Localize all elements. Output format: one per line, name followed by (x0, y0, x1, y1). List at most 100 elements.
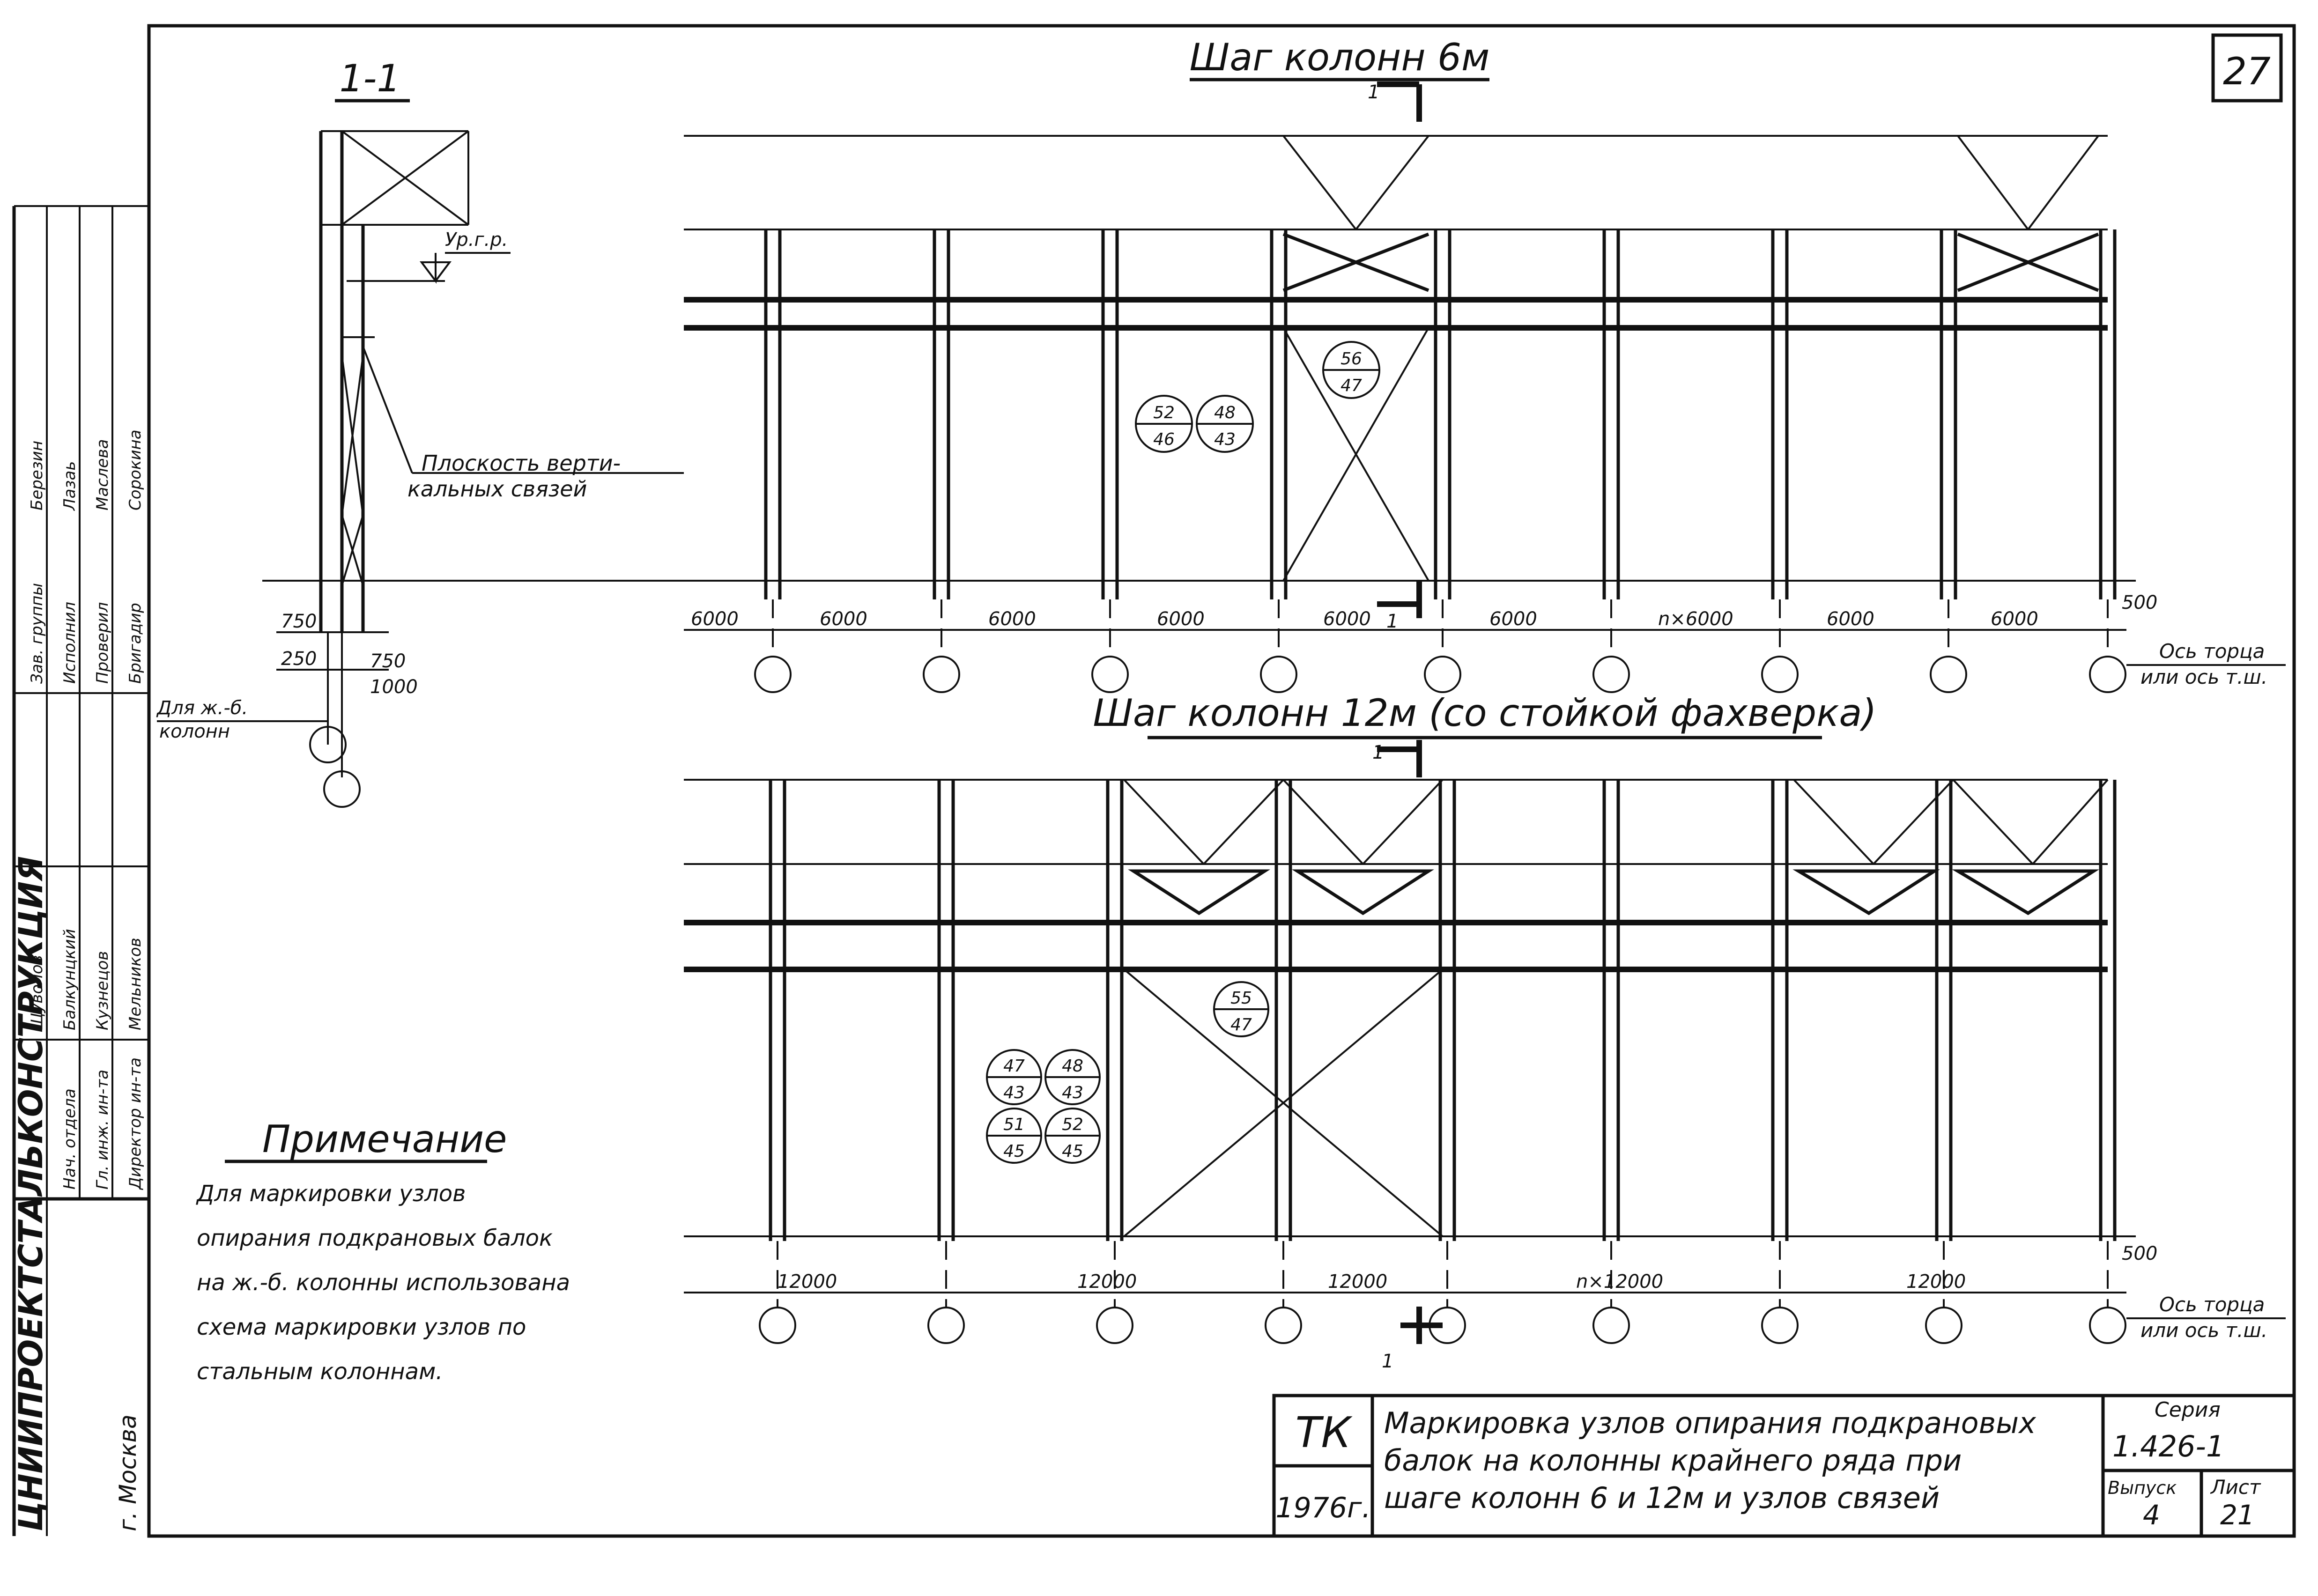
dim-1000: 1000 (370, 676, 418, 698)
note-line-1: опирания подкрановых балок (197, 1225, 553, 1251)
plan6-span-7: 6000 (1827, 608, 1874, 630)
plan6-axis-bubble-8 (2089, 656, 2126, 693)
stamp-role-b-1: Проверил (93, 602, 112, 684)
plan12-axis-bubble-5 (1592, 1307, 1630, 1344)
stamp-role-b-0: Бригадир (126, 603, 145, 684)
plan12-columns (759, 780, 2126, 1344)
tb-series: 1.426-1 (2112, 1429, 2224, 1463)
plan12-axis-bubble-3 (1265, 1307, 1302, 1344)
dim-750-b: 750 (370, 650, 406, 672)
sheet-number-box (2211, 33, 2283, 103)
note-line-2: на ж.-б. колонны использована (197, 1270, 570, 1296)
plan6-axis-bubble-7 (1930, 656, 1967, 693)
plan6-mark-top-0: 52 (1153, 403, 1175, 422)
plan6-span-8: 6000 (1991, 608, 2038, 630)
plan12-span-0: 12000 (778, 1271, 837, 1293)
plan12-axis-bubble-4 (1429, 1307, 1466, 1344)
plan6-axis-note-2: или ось т.ш. (2140, 665, 2267, 688)
plan12-mark-bottom-4: 47 (1230, 1015, 1252, 1034)
plan6-mark-top-1: 48 (1214, 403, 1236, 422)
plan6-node-marks: 52 46 48 43 56 47 (1135, 341, 1380, 453)
plan6-span-0: 6000 (691, 608, 739, 630)
plan6-cut-bottom: 1 (1386, 611, 1398, 632)
plan12-cut-top: 1 (1372, 742, 1384, 763)
plan6-mark-bottom-1: 43 (1214, 430, 1236, 449)
stamp-name-a-1: Кузнецов (93, 951, 112, 1030)
rc-label-2: колонн (159, 721, 230, 742)
plan12-mark-top-2: 51 (1003, 1115, 1025, 1134)
tb-sheet-label: Лист (2210, 1476, 2261, 1499)
plan12-axis-note-2: или ось т.ш. (2140, 1319, 2267, 1342)
title-block: ТК 1976г. Маркировка узлов опирания подк… (1272, 1394, 2296, 1538)
plan12-mark-bottom-1: 43 (1062, 1083, 1083, 1102)
tb-sheet: 21 (2220, 1499, 2255, 1531)
plan6-mark-bottom-0: 46 (1153, 430, 1175, 449)
bracing-label-1: Плоскость верти- (422, 451, 621, 476)
plan12-end-dim: 500 (2122, 1243, 2157, 1264)
stamp-name-a-3: Щуволов (28, 955, 46, 1030)
plan12-span-2: 12000 (1328, 1271, 1387, 1293)
plan12-title: Шаг колонн 12м (со стойкой фахверка) (1093, 691, 1876, 735)
tb-series-label: Серия (2155, 1398, 2221, 1422)
plan6-span-3: 6000 (1157, 608, 1205, 630)
tb-title-1: балок на колонны крайнего ряда при (1384, 1443, 1962, 1478)
tb-year: 1976г. (1275, 1492, 1370, 1524)
stamp-role-0: Директор ин-та (126, 1057, 145, 1190)
plan6-span-4: 6000 (1323, 608, 1371, 630)
plan12-mark-bottom-2: 45 (1003, 1142, 1025, 1161)
plan6-axis-bubble-4 (1424, 656, 1461, 693)
plan6-axis-bubble-0 (754, 656, 792, 693)
plan12-mark-top-4: 55 (1230, 989, 1252, 1008)
plan12-axis-bubble-1 (927, 1307, 965, 1344)
plan6-mark-bottom-2: 47 (1340, 376, 1362, 395)
plan6-columns (754, 229, 2126, 693)
note-line-3: схема маркировки узлов по (197, 1314, 526, 1340)
plan-12m: Шаг колонн 12м (со стойкой фахверка) 1 1… (684, 691, 2286, 1372)
plan6-end-dim: 500 (2122, 592, 2157, 613)
stamp-name-b-1: Маслева (93, 439, 112, 510)
stamp-name-b-0: Сорокина (126, 429, 145, 510)
plan12-mark-bottom-0: 43 (1003, 1083, 1025, 1102)
plan12-span-1: 12000 (1077, 1271, 1137, 1293)
plan6-span-6: n×6000 (1658, 608, 1733, 630)
dim-250: 250 (281, 648, 317, 670)
tb-title-2: шаге колонн 6 и 12м и узлов связей (1384, 1481, 1940, 1515)
stamp-role-b-3: Зав. группы (28, 583, 46, 684)
stamp-city: г. Москва (114, 1414, 141, 1531)
section-title: 1-1 (340, 57, 401, 100)
plan12-cut-bottom: 1 (1382, 1351, 1393, 1372)
section-1-1: 1-1 Ур.г.р. Плоскость верти- кальных свя… (156, 57, 684, 808)
plan6-axis-bubble-5 (1592, 656, 1630, 693)
plan12-mark-bottom-3: 45 (1062, 1142, 1083, 1161)
dim-750-a: 750 (281, 611, 317, 632)
plan6-span-5: 6000 (1489, 608, 1537, 630)
stamp-name-b-3: Березин (28, 441, 46, 510)
left-stamp: Директор ин-та Гл. инж. ин-та Нач. отдел… (12, 205, 149, 1536)
note-line-4: стальным колоннам. (197, 1359, 443, 1385)
sheet-frame (147, 24, 2296, 1538)
note-line-0: Для маркировки узлов (196, 1181, 466, 1207)
stamp-name-a-2: Балкунцкий (60, 929, 79, 1030)
plan12-mark-top-1: 48 (1062, 1057, 1083, 1076)
plan6-axis-bubble-2 (1091, 656, 1129, 693)
plan6-axis-bubble-1 (923, 656, 960, 693)
stamp-role-2: Нач. отдела (60, 1088, 79, 1190)
note-title: Примечание (262, 1117, 507, 1161)
plan12-axis-bubble-2 (1096, 1307, 1133, 1344)
stamp-role-1: Гл. инж. ин-та (93, 1070, 112, 1190)
tb-title-0: Маркировка узлов опирания подкрановых (1384, 1406, 2037, 1440)
tb-issue-label: Выпуск (2108, 1478, 2177, 1498)
plan12-span-3: n×12000 (1576, 1271, 1663, 1293)
plan6-span-2: 6000 (988, 608, 1036, 630)
stamp-role-b-2: Исполнил (60, 602, 79, 684)
plan6-mark-top-2: 56 (1340, 349, 1362, 369)
plan6-axis-note-1: Ось торца (2159, 640, 2265, 663)
plan12-axis-note-1: Ось торца (2159, 1293, 2265, 1316)
plan12-axis-bubble-8 (2089, 1307, 2126, 1344)
tb-issue: 4 (2143, 1499, 2160, 1531)
plan-6m: Шаг колонн 6м 1 1 500 Ось торца или ось … (684, 36, 2286, 693)
